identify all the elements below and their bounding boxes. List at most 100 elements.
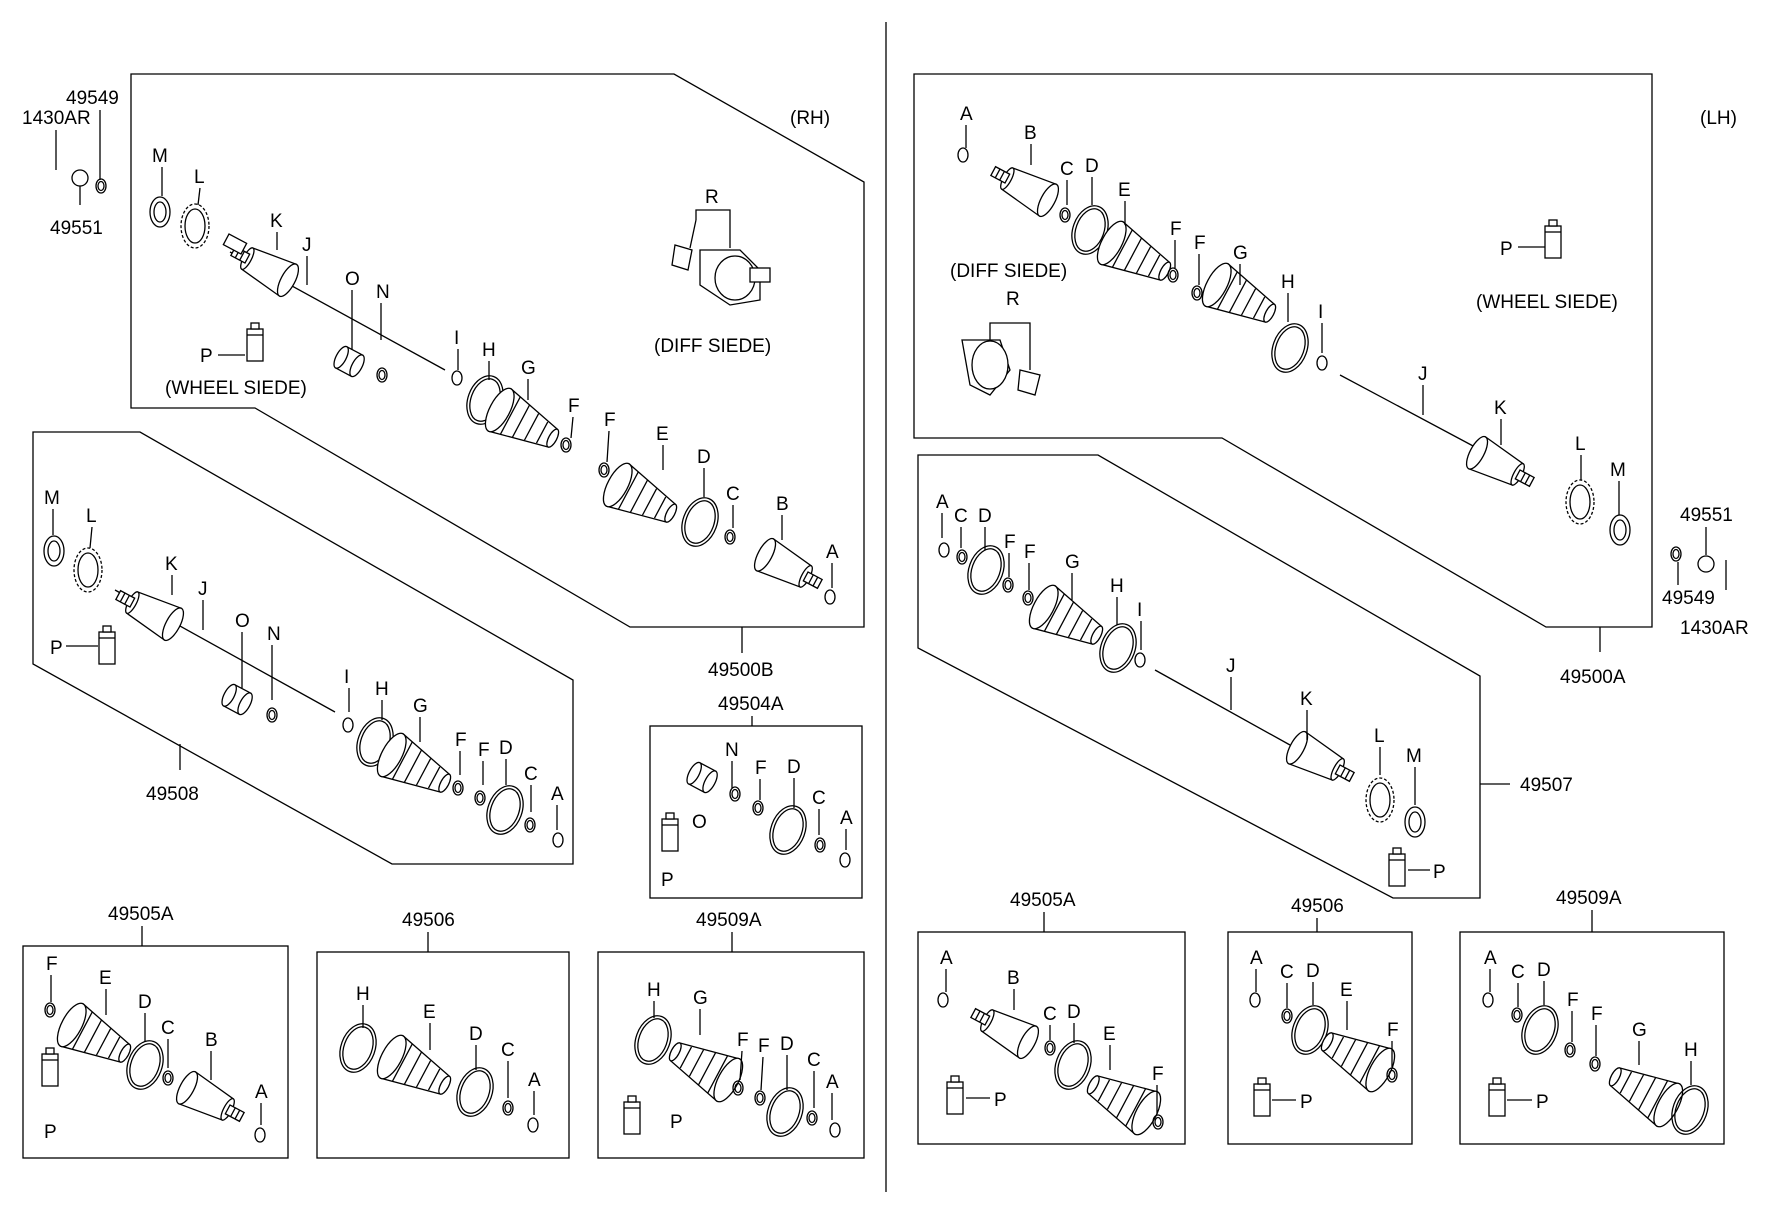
rh-letter-F1: F: [568, 396, 580, 417]
rh-bolt-number: 1430AR: [22, 108, 91, 129]
lh-kit-g-letter-F1: F: [1567, 990, 1579, 1011]
lh-letter-G: G: [1233, 243, 1248, 264]
lh-kit-g: 49509A A C D F F G H P: [1459, 888, 1725, 1145]
rh-kit-n-letter-A: A: [840, 808, 853, 829]
lh-letter-R: R: [1006, 289, 1020, 310]
rh-kit-e-frame: [316, 951, 570, 1159]
lh-kit-b-letter-P: P: [994, 1090, 1007, 1111]
lh-kit-e-letter-E: E: [1340, 980, 1353, 1001]
lh-side-label: (LH): [1700, 108, 1737, 129]
rh-kit-b-letter-C: C: [161, 1018, 175, 1039]
lh-letter-K: K: [1494, 398, 1507, 419]
rh-washer-number: 49549: [66, 88, 119, 109]
rh-kit-n-letter-D: D: [787, 757, 801, 778]
lh-washer-number: 49549: [1662, 588, 1715, 609]
rh-kit-g: 49509A H G F F D C A P: [597, 910, 865, 1159]
rh-alt-letter-O: O: [235, 611, 250, 632]
lh-letter-D: D: [1085, 156, 1099, 177]
lh-kit-e-letter-D: D: [1306, 961, 1320, 982]
lh-alt-letter-G: G: [1065, 552, 1080, 573]
lh-kit-g-letter-P: P: [1536, 1092, 1549, 1113]
rh-letter-E: E: [656, 424, 669, 445]
lh-kit-e-letter-F: F: [1387, 1020, 1399, 1041]
rh-note-wheel: (WHEEL SIEDE): [165, 378, 307, 399]
rh-main-assembly: (RH) M L K J O N I: [130, 73, 865, 681]
rh-alt-part-number: 49508: [146, 784, 199, 805]
lh-kit-b-letter-E: E: [1103, 1024, 1116, 1045]
lh-letter-B: B: [1024, 123, 1037, 144]
lh-letter-J: J: [1418, 364, 1428, 385]
lh-kit-g-letter-H: H: [1684, 1040, 1698, 1061]
rh-kit-n-letter-P: P: [661, 870, 674, 891]
rh-letter-O: O: [345, 269, 360, 290]
lh-kit-e-letter-P: P: [1300, 1092, 1313, 1113]
rh-alt-letter-I: I: [344, 667, 349, 688]
rh-note-diff: (DIFF SIEDE): [654, 336, 771, 357]
lh-main-part-number: 49500A: [1560, 667, 1626, 688]
rh-letter-K: K: [270, 211, 283, 232]
lh-alt-letter-D: D: [978, 506, 992, 527]
rh-letter-G: G: [521, 358, 536, 379]
rh-kit-n-letter-N: N: [725, 740, 739, 761]
rh-kit-g-frame: [597, 951, 865, 1159]
rh-alt-letter-G: G: [413, 696, 428, 717]
rh-alt-letter-L: L: [86, 506, 97, 527]
rh-kit-n-letter-C: C: [812, 788, 826, 809]
lh-alt-letter-P: P: [1433, 862, 1446, 883]
rh-alt-letter-F2: F: [478, 740, 490, 761]
lh-alt-assembly: A C D F F G H I J K L M P 49507: [917, 454, 1573, 899]
rh-letter-P: P: [200, 346, 213, 367]
lh-nut-number: 49551: [1680, 505, 1733, 526]
rh-kit-e-letter-A: A: [528, 1070, 541, 1091]
lh-note-diff: (DIFF SIEDE): [950, 261, 1067, 282]
rh-kit-g-letter-H: H: [647, 980, 661, 1001]
lh-letter-H: H: [1281, 272, 1295, 293]
lh-kit-b-number: 49505A: [1010, 890, 1076, 911]
rh-alt-letter-J: J: [198, 579, 208, 600]
rh-letter-H: H: [482, 340, 496, 361]
lh-kit-g-letter-G: G: [1632, 1020, 1647, 1041]
rh-alt-letter-C: C: [524, 764, 538, 785]
lh-letter-E: E: [1118, 180, 1131, 201]
lh-alt-part-number: 49507: [1520, 775, 1573, 796]
lh-kit-g-number: 49509A: [1556, 888, 1622, 909]
rh-side-label: (RH): [790, 108, 830, 129]
rh-letter-B: B: [776, 494, 789, 515]
rh-kit-g-letter-F2: F: [758, 1036, 770, 1057]
rh-kit-b-letter-E: E: [99, 968, 112, 989]
rh-nut-number: 49551: [50, 218, 103, 239]
lh-main-assembly: (LH) A B C D E F F G H: [913, 73, 1737, 688]
lh-alt-letter-K: K: [1300, 689, 1313, 710]
lh-alt-letter-F2: F: [1024, 542, 1036, 563]
rh-alt-letter-F1: F: [455, 730, 467, 751]
rh-letter-L: L: [194, 167, 205, 188]
lh-kit-b-letter-D: D: [1067, 1002, 1081, 1023]
lh-letter-C: C: [1060, 159, 1074, 180]
rh-alt-letter-D: D: [499, 738, 513, 759]
rh-kit-n-letter-F: F: [755, 758, 767, 779]
lh-kit-e-frame: [1227, 931, 1413, 1145]
lh-alt-letter-L: L: [1374, 726, 1385, 747]
rh-letter-C: C: [726, 484, 740, 505]
lh-kit-g-letter-C: C: [1511, 962, 1525, 983]
lh-kit-g-frame: [1459, 931, 1725, 1145]
lh-main-frame: [913, 73, 1653, 628]
lh-letter-A: A: [960, 104, 973, 125]
lh-kit-e: 49506 A C D E F P: [1227, 896, 1413, 1145]
rh-kit-b-frame: [22, 945, 289, 1159]
rh-kit-n-number: 49504A: [718, 694, 784, 715]
rh-kit-g-letter-F1: F: [737, 1030, 749, 1051]
rh-kit-b-letter-D: D: [138, 992, 152, 1013]
rh-alt-letter-P: P: [50, 638, 63, 659]
lh-kit-b: 49505A A B C D E F P: [917, 890, 1186, 1145]
rh-letter-I: I: [454, 328, 459, 349]
rh-kit-n: 49504A N F D C A O P: [649, 694, 863, 899]
lh-alt-letter-C: C: [954, 506, 968, 527]
rh-kit-b-letter-P: P: [44, 1122, 57, 1143]
rh-kit-g-letter-C: C: [807, 1050, 821, 1071]
rh-kit-n-frame: [649, 725, 863, 899]
rh-letter-M: M: [152, 146, 168, 167]
rh-main-frame: [130, 73, 865, 628]
rh-kit-e-letter-E: E: [423, 1002, 436, 1023]
